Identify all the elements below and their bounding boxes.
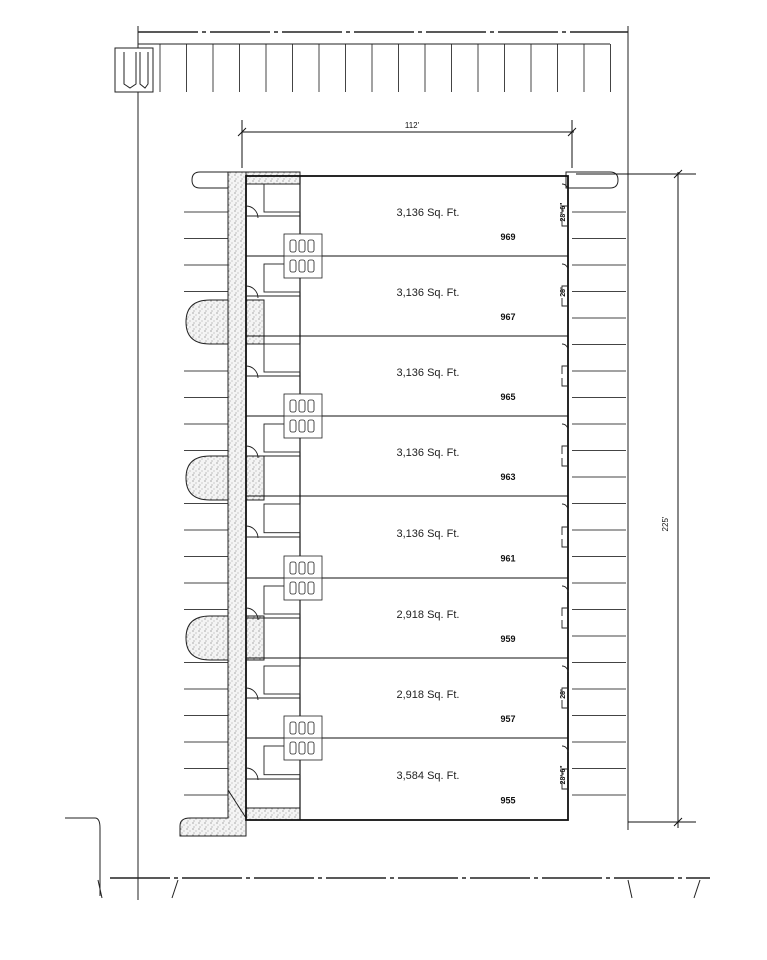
toilet-icon [307,399,315,413]
door-swing [245,205,259,219]
toilet-icon [298,399,306,413]
unit-number-label: 965 [500,392,515,402]
unit-area-label: 2,918 Sq. Ft. [397,689,460,701]
toilet-icon [289,259,297,273]
right-curb [565,171,619,189]
width-dimension [237,120,577,168]
toilet-icon [307,419,315,433]
rear-door-icon [561,285,568,307]
toilet-icon [298,721,306,735]
rear-door-icon [561,665,569,673]
door-swing [245,767,259,781]
toilet-icon [307,741,315,755]
office-room [263,183,301,213]
toilet-icon [307,721,315,735]
top-parking-stalls [159,44,611,92]
office-room [263,343,301,373]
toilet-icon [289,419,297,433]
door-swing [245,445,259,459]
unit-number-label: 959 [500,634,515,644]
unit-labels: 3,136 Sq. Ft. 969 28'-6" 3,136 Sq. Ft. 967 28… [397,203,567,806]
office-rooms [245,183,301,781]
rear-door-icon [561,205,568,227]
rear-door-icon [561,585,569,593]
unit-number-label: 963 [500,472,515,482]
door-swing [245,607,259,621]
unit-width-label: 28'-6" [560,765,567,784]
toilet-icon [307,561,315,575]
unit-area-label: 3,136 Sq. Ft. [397,287,460,299]
right-parking-stalls [572,211,626,796]
rear-door-icon [561,607,568,629]
unit-area-label: 3,136 Sq. Ft. [397,367,460,379]
door-swing [245,525,259,539]
rear-door-icon [561,343,569,351]
rear-door-icons [561,183,569,790]
door-swing [245,687,259,701]
rear-door-icon [561,365,568,387]
rear-door-icon [561,423,569,431]
restroom-block [283,715,323,761]
trash-enclosure-icon [114,47,154,93]
toilet-icon [298,259,306,273]
left-walkway [179,171,301,837]
unit-area-label: 3,136 Sq. Ft. [397,528,460,540]
toilet-icon [289,561,297,575]
rear-door-icon [561,768,568,790]
unit-width-label: 28' [560,689,567,699]
unit-number-label: 969 [500,232,515,242]
rear-door-icon [561,745,569,753]
unit-width-label: 28' [560,287,567,297]
toilet-icon [289,399,297,413]
rear-door-icon [561,183,569,191]
toilet-icon [298,741,306,755]
office-room [263,665,301,695]
restroom-block [283,393,323,439]
restroom-fixtures [283,233,323,761]
width-dimension-label: 112' [405,121,420,130]
unit-area-label: 2,918 Sq. Ft. [397,609,460,621]
toilet-icon [289,721,297,735]
office-room [263,503,301,534]
toilet-icon [289,239,297,253]
unit-area-label: 3,136 Sq. Ft. [397,447,460,459]
unit-area-label: 3,584 Sq. Ft. [397,770,460,782]
rear-door-icon [561,263,569,271]
door-swing [245,365,259,379]
rear-door-icon [561,503,569,511]
left-parking-stalls [184,211,228,796]
toilet-icon [298,561,306,575]
unit-number-label: 967 [500,312,515,322]
toilet-icon [307,581,315,595]
toilet-icon [298,581,306,595]
unit-number-label: 961 [500,554,515,564]
toilet-icon [307,239,315,253]
toilet-icon [289,581,297,595]
unit-width-label: 28'-6" [560,203,567,222]
door-swing [245,285,259,299]
unit-area-label: 3,136 Sq. Ft. [397,207,460,219]
restroom-block [283,555,323,601]
toilet-icon [307,259,315,273]
height-dimension-label: 225' [661,516,670,531]
height-dimension [576,169,696,828]
toilet-icon [289,741,297,755]
site-boundary-lines [65,26,710,900]
restroom-block [283,233,323,279]
toilet-icon [298,239,306,253]
rear-door-icon [561,687,568,709]
toilet-icon [298,419,306,433]
rear-door-icon [561,526,568,548]
rear-door-icon [561,445,568,467]
unit-number-label: 955 [500,796,515,806]
unit-number-label: 957 [500,714,515,724]
